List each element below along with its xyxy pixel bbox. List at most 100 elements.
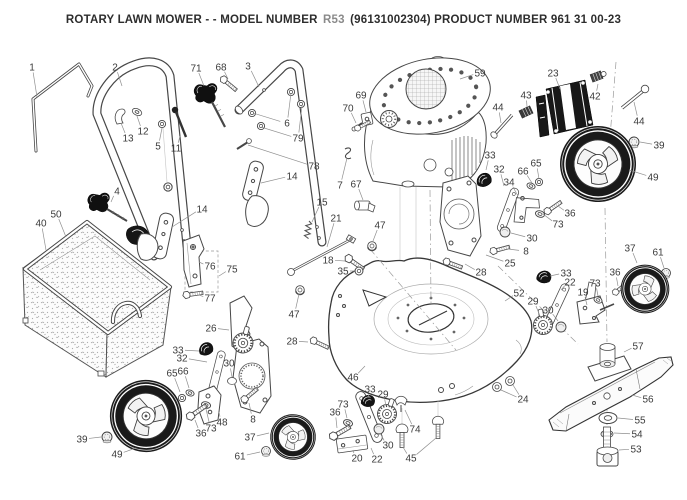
part-label-4: 4 [114, 187, 120, 198]
flywheel-bolt-ring [381, 66, 479, 126]
part-label-73: 73 [589, 279, 601, 290]
part-label-1: 1 [29, 63, 35, 74]
leader-line [639, 141, 653, 145]
part-label-3: 3 [245, 62, 251, 73]
leader-line [120, 122, 126, 134]
model-number: R53 [323, 14, 345, 26]
part-label-33: 33 [560, 269, 572, 280]
engine-hardware [344, 111, 376, 213]
carriage-bolt [490, 131, 498, 139]
part-label-76: 76 [204, 262, 216, 273]
part-label-65: 65 [530, 159, 542, 170]
part-label-49: 49 [111, 450, 123, 461]
leader-line [613, 432, 631, 435]
leader-line [372, 229, 378, 242]
part-label-28: 28 [475, 268, 487, 279]
part-label-73: 73 [205, 424, 217, 435]
leader-line [660, 257, 665, 269]
part-label-71: 71 [190, 64, 202, 75]
leader-line [510, 232, 526, 238]
part-label-30: 30 [382, 441, 394, 452]
part-label-19: 19 [577, 288, 589, 299]
part-label-66: 66 [517, 167, 529, 178]
title-prefix: ROTARY LAWN MOWER - - MODEL NUMBER [65, 14, 318, 26]
part-label-69: 69 [355, 91, 367, 102]
part-label-14: 14 [286, 172, 298, 183]
leader-line [507, 248, 520, 251]
part-label-53: 53 [630, 445, 642, 456]
part-label-15: 15 [316, 198, 328, 209]
part-label-50: 50 [50, 210, 62, 221]
leader-line [584, 297, 588, 306]
part-label-61: 61 [652, 248, 664, 259]
rear-door-panel [490, 70, 650, 149]
leader-line [402, 446, 408, 454]
leader-line [298, 340, 309, 343]
front-linkage-cluster [327, 389, 445, 454]
leader-line [542, 213, 553, 222]
part-label-5: 5 [155, 142, 161, 153]
leader-line [512, 186, 519, 197]
part-label-29: 29 [527, 297, 539, 308]
leader-line [198, 261, 204, 265]
part-label-34: 34 [503, 178, 515, 189]
part-label-36: 36 [329, 408, 341, 419]
leader-line [379, 432, 385, 441]
deck-washers [492, 376, 515, 392]
leader-line [464, 263, 475, 270]
leader-line [136, 115, 141, 127]
blade-assembly [548, 343, 674, 467]
leader-line [555, 77, 561, 90]
leader-line [485, 160, 489, 171]
rope-guide-hook [114, 108, 126, 125]
part-label-49: 49 [647, 173, 659, 184]
part-label-44: 44 [633, 117, 645, 128]
deck-linkage [287, 234, 377, 352]
leader-line [230, 368, 233, 378]
lower-handle [234, 59, 327, 247]
leader-line [88, 436, 102, 439]
handle-knob [192, 80, 221, 107]
part-label-66: 66 [177, 367, 189, 378]
leader-line [536, 168, 540, 180]
part-label-14: 14 [196, 205, 208, 216]
spacer [518, 105, 534, 119]
blade-bolt [596, 426, 619, 467]
leader-line [504, 295, 514, 302]
leader-line [171, 211, 197, 228]
part-label-30: 30 [223, 359, 235, 370]
title-suffix: (96131002304) PRODUCT NUMBER 961 31 00-2… [350, 14, 622, 26]
handle-mount-bracket [181, 234, 259, 357]
spring-cap [589, 70, 607, 83]
leader-line [177, 135, 181, 143]
part-label-74: 74 [409, 425, 421, 436]
leader-line [552, 313, 559, 322]
rear-linkage-cluster [529, 268, 671, 338]
leader-line [362, 100, 367, 113]
grass-catcher [22, 219, 173, 378]
leader-line [352, 449, 355, 454]
leader-line [358, 188, 364, 201]
leader-line [326, 223, 335, 248]
leader-line [335, 417, 338, 429]
part-label-73: 73 [337, 400, 349, 411]
part-label-6: 6 [284, 119, 290, 130]
part-label-70: 70 [342, 104, 354, 115]
pivot-plate-left [177, 338, 272, 425]
pivot-plate-right [439, 171, 564, 272]
leader-line [159, 127, 163, 141]
mower-deck [327, 257, 533, 404]
part-label-47: 47 [288, 310, 300, 321]
engine [364, 56, 491, 188]
part-label-11: 11 [171, 144, 182, 155]
leader-line [194, 419, 199, 429]
leader-line [295, 293, 300, 309]
deck-vent [362, 289, 388, 307]
leader-line [404, 409, 413, 425]
leader-line [557, 205, 565, 211]
part-label-65: 65 [166, 369, 178, 380]
blade-washer [598, 412, 618, 424]
part-label-45: 45 [405, 454, 417, 465]
leader-line [256, 432, 270, 437]
